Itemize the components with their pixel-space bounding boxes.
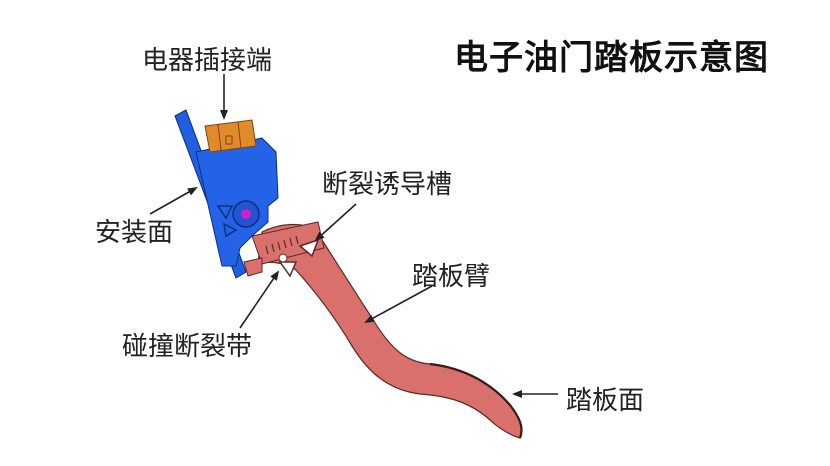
label-pedal-arm: 踏板臂 xyxy=(412,262,491,292)
arrow-crash xyxy=(239,270,280,329)
arrow-arm xyxy=(364,285,433,323)
label-pedal-face: 踏板面 xyxy=(566,386,645,416)
mounting-bracket-shape xyxy=(174,109,279,279)
fracture-groove-ticks xyxy=(265,235,299,255)
label-collision-fracture-zone: 碰撞断裂带 xyxy=(122,332,253,362)
pivot-dot xyxy=(241,209,251,219)
label-mounting-surface: 安装面 xyxy=(95,218,174,248)
diagram-title: 电子油门踏板示意图 xyxy=(454,38,769,78)
arrow-mount xyxy=(149,187,198,215)
leader-arrows xyxy=(149,74,558,398)
arrow-groove xyxy=(314,203,357,242)
connector-shape xyxy=(204,119,257,153)
label-electrical-connector: 电器插接端 xyxy=(142,46,273,76)
pedal-arm-shape xyxy=(243,221,523,439)
label-fracture-groove: 断裂诱导槽 xyxy=(322,170,453,200)
